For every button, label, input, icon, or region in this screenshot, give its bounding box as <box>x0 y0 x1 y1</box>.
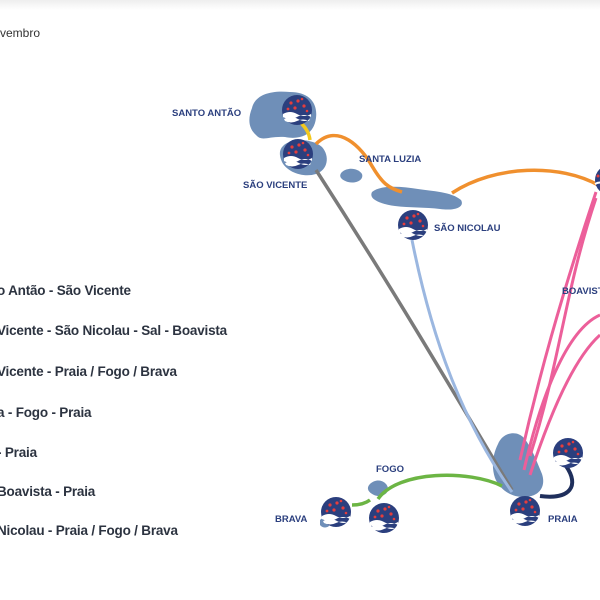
label-santa-luzia: SANTA LUZIA <box>359 154 421 165</box>
label-brava: BRAVA <box>275 514 308 525</box>
route-sao-vicente-sao-nicolau <box>314 133 403 194</box>
route-sal-praia-1 <box>518 191 598 461</box>
route-boavista-praia-1 <box>522 313 600 471</box>
label-sao-vicente: SÃO VICENTE <box>243 180 307 191</box>
port-icon-sao-vicente <box>283 139 313 169</box>
legend-item-sao-nicolau-praia-fogo-brava: Nicolau - Praia / Fogo / Brava <box>0 523 178 538</box>
date-label: vembro <box>0 26 41 40</box>
route-sao-nicolau-praia <box>410 239 514 493</box>
route-boavista-praia-2 <box>528 333 600 476</box>
label-boavista: BOAVIST <box>562 286 600 297</box>
top-bar <box>0 0 600 10</box>
legend-item-boavista-praia: Boavista - Praia <box>0 484 96 499</box>
legend-item-santo-antao-sao-vicente: o Antão - São Vicente <box>0 283 131 298</box>
label-sao-nicolau: SÃO NICOLAU <box>434 223 501 234</box>
route-praia-local <box>539 464 575 499</box>
legend-item-praia: - Praia <box>0 445 37 460</box>
route-fogo-praia <box>376 473 503 501</box>
port-icon-sal <box>594 168 600 192</box>
port-icon-sao-nicolau <box>398 210 428 240</box>
legend-item-sao-vicente-praia-fogo-brava: Vicente - Praia / Fogo / Brava <box>0 364 177 379</box>
route-brava-fogo <box>351 498 372 507</box>
port-icon-maio <box>553 438 583 468</box>
port-icon-praia <box>510 496 540 526</box>
port-icon-brava <box>321 497 351 527</box>
label-fogo: FOGO <box>376 464 404 475</box>
port-icon-fogo <box>369 503 399 533</box>
route-sao-vicente-praia <box>314 169 514 491</box>
route-sao-nicolau-sal <box>451 168 600 195</box>
island-santa-luzia <box>340 168 363 183</box>
island-santiago <box>492 433 544 498</box>
island-sao-nicolau <box>371 186 462 210</box>
legend-item-sao-vicente-sal-boavista: Vicente - São Nicolau - Sal - Boavista <box>0 323 227 338</box>
route-sal-praia-2 <box>528 197 598 457</box>
port-icon-santo-antao <box>282 95 312 125</box>
label-praia: PRAIA <box>548 514 578 525</box>
legend-item-brava-fogo-praia: a - Fogo - Praia <box>0 405 92 420</box>
label-santo-antao: SANTO ANTÃO <box>172 108 241 119</box>
